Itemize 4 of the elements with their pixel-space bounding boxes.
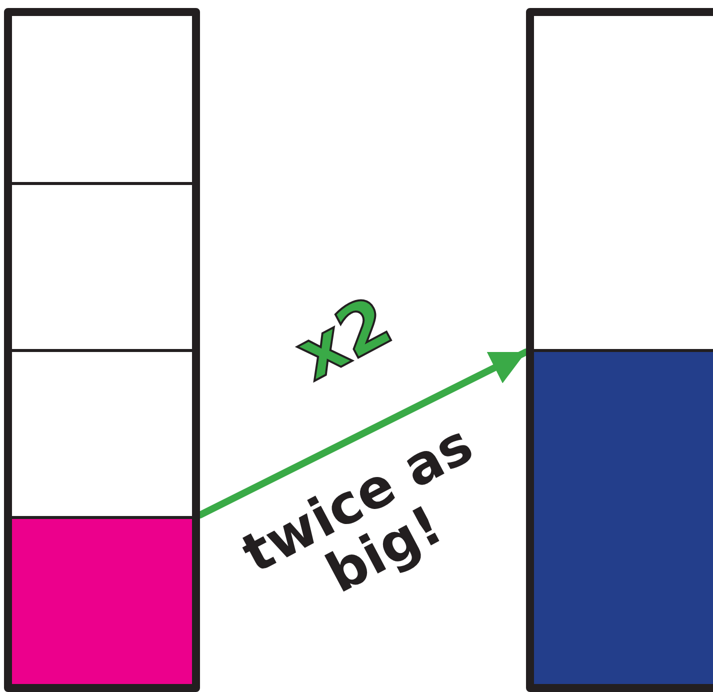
annotation-text: twice as big! xyxy=(231,411,484,607)
bar-container xyxy=(526,8,713,692)
bar-container xyxy=(4,8,200,692)
edge-label: x2 xyxy=(283,279,404,396)
